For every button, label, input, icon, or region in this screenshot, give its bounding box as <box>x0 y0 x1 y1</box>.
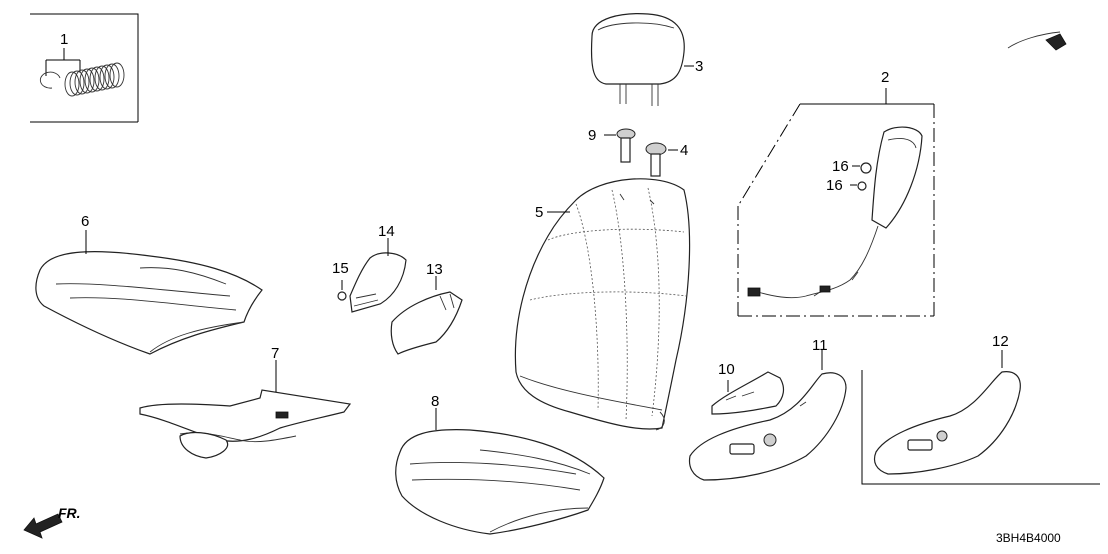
part-10-trim-bracket <box>711 371 785 415</box>
label-part-13: 13 <box>426 261 443 278</box>
front-label: FR. <box>58 505 81 521</box>
diagram-code: 3BH4B4000 <box>996 531 1061 545</box>
front-arrow-icon <box>23 513 63 539</box>
label-part-1: 1 <box>60 31 68 48</box>
part-labels: 1 2 3 4 5 6 7 8 9 10 11 12 13 14 15 16 1… <box>58 31 1061 545</box>
part-5-seatback-cover <box>514 178 691 431</box>
label-part-10: 10 <box>718 361 735 378</box>
vehicle-locator-icon <box>1007 31 1067 51</box>
label-part-4: 4 <box>680 142 688 159</box>
part-7-cushion-mat <box>139 360 352 459</box>
label-part-9: 9 <box>588 127 596 144</box>
coil-spring <box>64 62 125 97</box>
part-6-cushion-pad <box>35 230 263 355</box>
label-part-3: 3 <box>695 58 703 75</box>
label-part-14: 14 <box>378 223 395 240</box>
part-8-cushion-cover <box>395 408 605 535</box>
label-part-5: 5 <box>535 204 543 221</box>
part-13-cover <box>390 276 463 355</box>
label-part-12: 12 <box>992 333 1009 350</box>
part-11-side-trim <box>688 350 847 481</box>
label-part-16b: 16 <box>826 177 843 194</box>
label-part-16a: 16 <box>832 158 849 175</box>
part-12-side-trim <box>861 350 1100 485</box>
part-9-headrest-guide <box>604 128 636 163</box>
part-1-spring-clip <box>30 13 139 123</box>
label-part-15: 15 <box>332 260 349 277</box>
label-part-2: 2 <box>881 69 889 86</box>
label-part-6: 6 <box>81 213 89 230</box>
label-part-11: 11 <box>812 337 828 354</box>
label-part-8: 8 <box>431 393 439 410</box>
part-3-headrest <box>590 13 694 106</box>
part-2-side-airbag <box>737 88 935 317</box>
part-15-clip <box>337 280 347 301</box>
part-4-headrest-guide <box>645 142 678 177</box>
part-14-bracket <box>349 238 407 313</box>
label-part-7: 7 <box>271 345 279 362</box>
